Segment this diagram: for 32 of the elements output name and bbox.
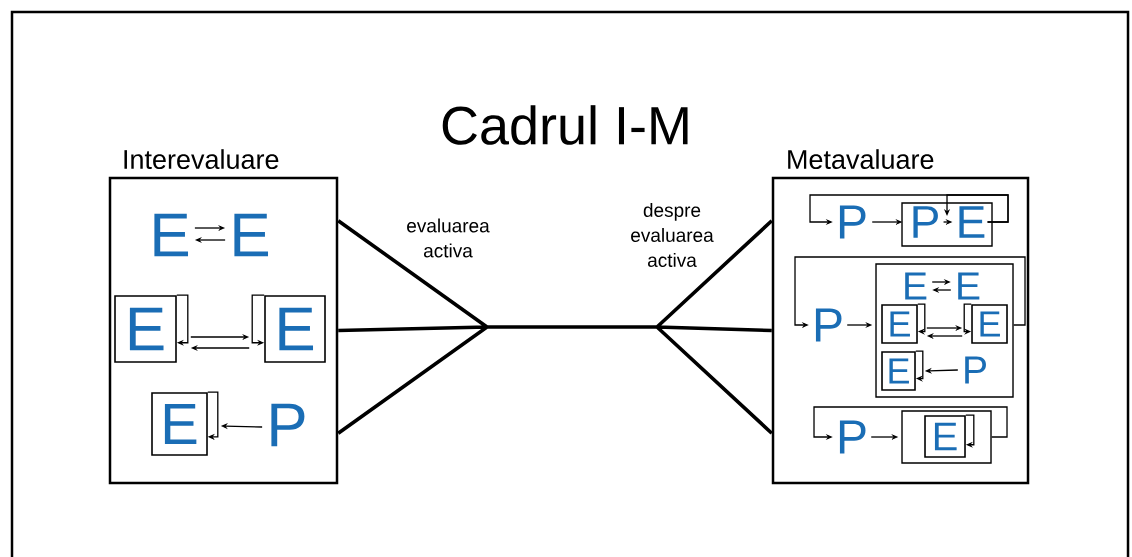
boxed-letter: E — [151, 392, 208, 456]
feedback-arrow — [915, 350, 924, 382]
feedback-arrow — [176, 294, 189, 346]
side-label: evaluarea activa — [407, 218, 490, 258]
node-letter: E — [959, 206, 985, 238]
title: Cadrul I-M — [442, 105, 688, 145]
node-letter: P — [271, 403, 305, 447]
side-label: despre evaluarea activa — [631, 203, 714, 267]
node-letter: P — [815, 308, 842, 342]
node-letter: E — [154, 213, 188, 257]
feedback-arrow — [917, 303, 926, 335]
boxed-letter: E — [881, 351, 916, 391]
group-box — [901, 202, 993, 247]
connector-lines — [336, 218, 774, 436]
node-letter: E — [905, 272, 927, 300]
node-letter: P — [965, 356, 986, 384]
node-letter: P — [839, 205, 866, 239]
boxed-letter: E — [264, 295, 326, 363]
feedback-arrow — [207, 391, 219, 440]
group-box — [901, 410, 992, 464]
panel-heading: Metavaluare — [788, 149, 934, 169]
node-letter: E — [234, 213, 268, 257]
boxed-letter: E — [881, 304, 918, 344]
node-letter: P — [839, 420, 866, 454]
boxed-letter: E — [114, 295, 177, 363]
group-box — [875, 263, 1014, 398]
node-letter: P — [913, 206, 938, 238]
feedback-arrow — [965, 414, 975, 448]
node-letter: E — [958, 272, 980, 300]
panel-heading: Interevaluare — [124, 149, 279, 169]
boxed-letter: E — [924, 415, 966, 458]
boxed-letter: E — [971, 304, 1008, 344]
